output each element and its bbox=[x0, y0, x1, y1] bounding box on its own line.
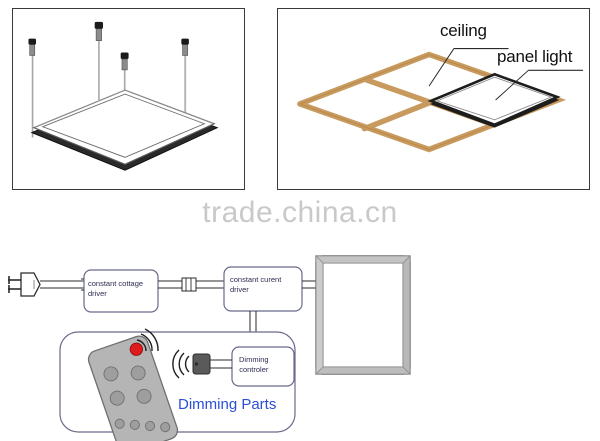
remote-power-button bbox=[129, 342, 143, 356]
ceiling-grid-panel bbox=[277, 8, 590, 190]
dim-ctrl-line1: Dimming bbox=[239, 355, 269, 364]
ceiling-grid-illustration bbox=[297, 48, 584, 153]
ir-remote-control bbox=[87, 335, 179, 441]
led-panel-body bbox=[30, 89, 219, 171]
dimming-controller-box bbox=[231, 346, 295, 387]
suspended-mount-panel bbox=[12, 8, 245, 190]
cv-driver-line1: constant cottage bbox=[88, 279, 144, 288]
ir-receiver-signal-waves bbox=[172, 349, 190, 379]
wire-gripper-group bbox=[28, 21, 189, 71]
ir-receiver bbox=[192, 353, 232, 375]
constant-current-driver-box bbox=[223, 266, 303, 312]
led-panel-light-output bbox=[315, 255, 411, 375]
wiring-diagram bbox=[0, 248, 600, 441]
cv-driver-line2: driver bbox=[88, 289, 107, 298]
constant-current-driver-label: constant curent driver bbox=[230, 275, 281, 295]
cc-driver-line1: constant curent bbox=[230, 275, 282, 284]
constant-voltage-driver-label: constant cottage driver bbox=[88, 279, 143, 299]
callout-label-panel-light: panel light bbox=[497, 47, 573, 66]
suspended-panel-light-illustration bbox=[28, 21, 219, 171]
dimming-controller-label: Dimming controler bbox=[239, 355, 269, 375]
callout-label-ceiling: ceiling bbox=[440, 21, 487, 40]
wiring-diagram-graphics bbox=[8, 255, 411, 441]
callout-leader-lines bbox=[428, 48, 529, 101]
dimming-parts-title: Dimming Parts bbox=[178, 396, 277, 413]
cc-driver-line2: driver bbox=[230, 285, 249, 294]
callout-underlines bbox=[453, 48, 584, 71]
remote-signal-waves bbox=[136, 328, 159, 352]
panel-light-in-grid bbox=[427, 72, 561, 128]
dim-ctrl-line2: controler bbox=[239, 365, 269, 374]
inline-connector bbox=[158, 277, 224, 292]
constant-voltage-driver-box bbox=[81, 269, 159, 313]
cable-plug-to-cv-driver bbox=[40, 280, 84, 289]
remote-buttons bbox=[103, 365, 171, 433]
site-watermark: trade.china.cn bbox=[202, 196, 398, 229]
ac-power-plug bbox=[8, 272, 41, 297]
